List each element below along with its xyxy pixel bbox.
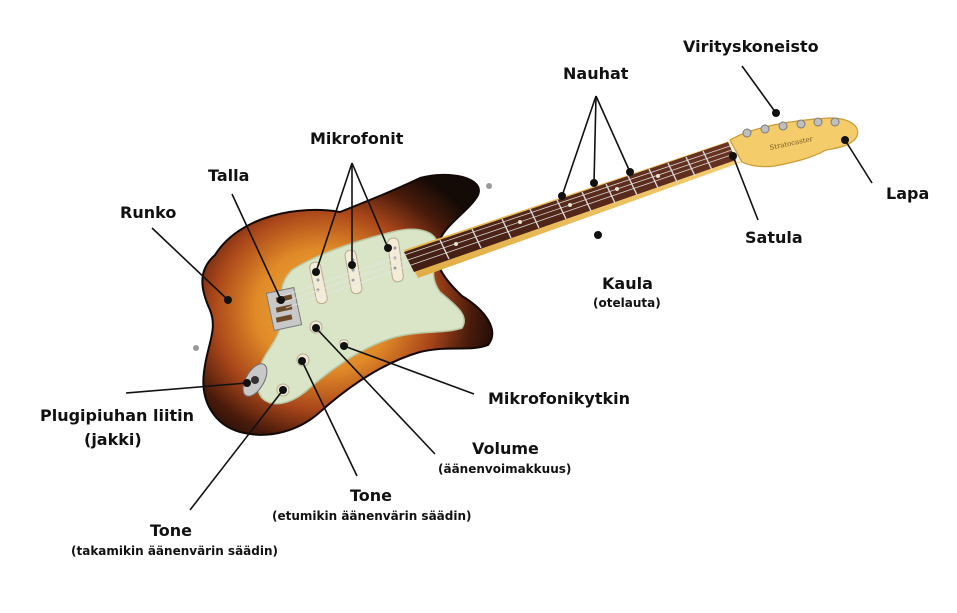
label-lapa: Lapa bbox=[886, 184, 930, 203]
jack-plate bbox=[242, 363, 268, 397]
leader-dots bbox=[224, 109, 849, 394]
label-volume-sub: (äänenvoimakkuus) bbox=[438, 462, 572, 476]
label-talla: Talla bbox=[208, 166, 250, 185]
label-kaula-sub: (otelauta) bbox=[593, 296, 661, 310]
label-plugipiuhan-liitin: Plugipiuhan liitin bbox=[40, 406, 194, 425]
label-mikrofonikytkin: Mikrofonikytkin bbox=[488, 389, 630, 408]
label-mikrofonit: Mikrofonit bbox=[310, 129, 404, 148]
label-tone-rear: Tone bbox=[150, 521, 193, 540]
label-satula: Satula bbox=[745, 228, 803, 247]
label-tone-front: Tone bbox=[350, 486, 393, 505]
label-runko: Runko bbox=[120, 203, 177, 222]
label-tone-front-sub: (etumikin äänenvärin säädin) bbox=[272, 509, 472, 523]
label-plugi-sub: (jakki) bbox=[84, 430, 142, 449]
label-kaula: Kaula bbox=[602, 274, 653, 293]
strings bbox=[281, 145, 735, 309]
label-volume: Volume bbox=[472, 439, 539, 458]
label-virityskoneisto: Virityskoneisto bbox=[683, 37, 819, 56]
leader-lines bbox=[125, 65, 873, 511]
label-nauhat: Nauhat bbox=[563, 64, 629, 83]
headstock: Stratocaster bbox=[729, 117, 859, 168]
label-tone-rear-sub: (takamikin äänenvärin säädin) bbox=[71, 544, 278, 558]
